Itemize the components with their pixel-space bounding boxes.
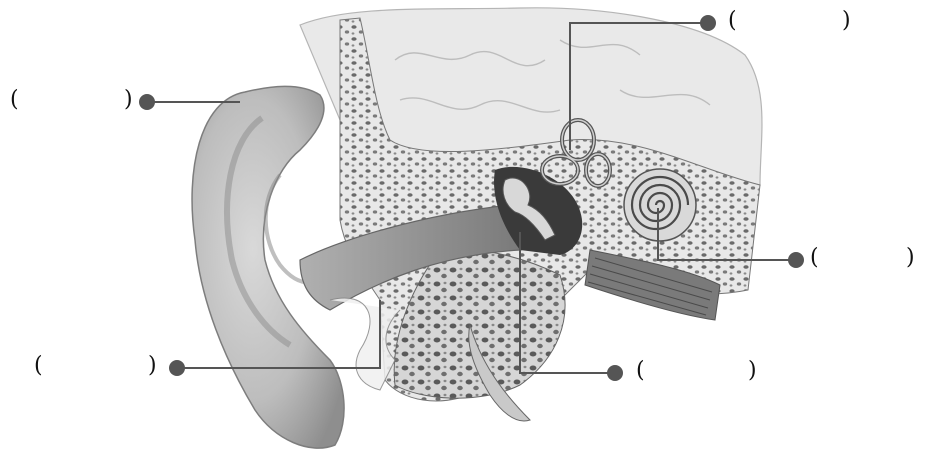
label-top-close: ) [842, 10, 851, 32]
label-outer-ear-close: ) [124, 89, 133, 111]
label-eardrum-close: ) [748, 360, 757, 382]
dot-outer-ear [139, 94, 155, 110]
dot-canal [169, 360, 185, 376]
dot-cochlea [788, 252, 804, 268]
label-eardrum-open: ( [636, 360, 645, 382]
label-cochlea-open: ( [810, 247, 819, 269]
dot-top [700, 15, 716, 31]
label-canal-open: ( [34, 355, 43, 377]
label-top-open: ( [728, 10, 737, 32]
label-canal-close: ) [148, 355, 157, 377]
label-outer-ear-open: ( [10, 89, 19, 111]
cochlea [624, 169, 696, 241]
dot-eardrum [607, 365, 623, 381]
label-cochlea-close: ) [906, 247, 915, 269]
